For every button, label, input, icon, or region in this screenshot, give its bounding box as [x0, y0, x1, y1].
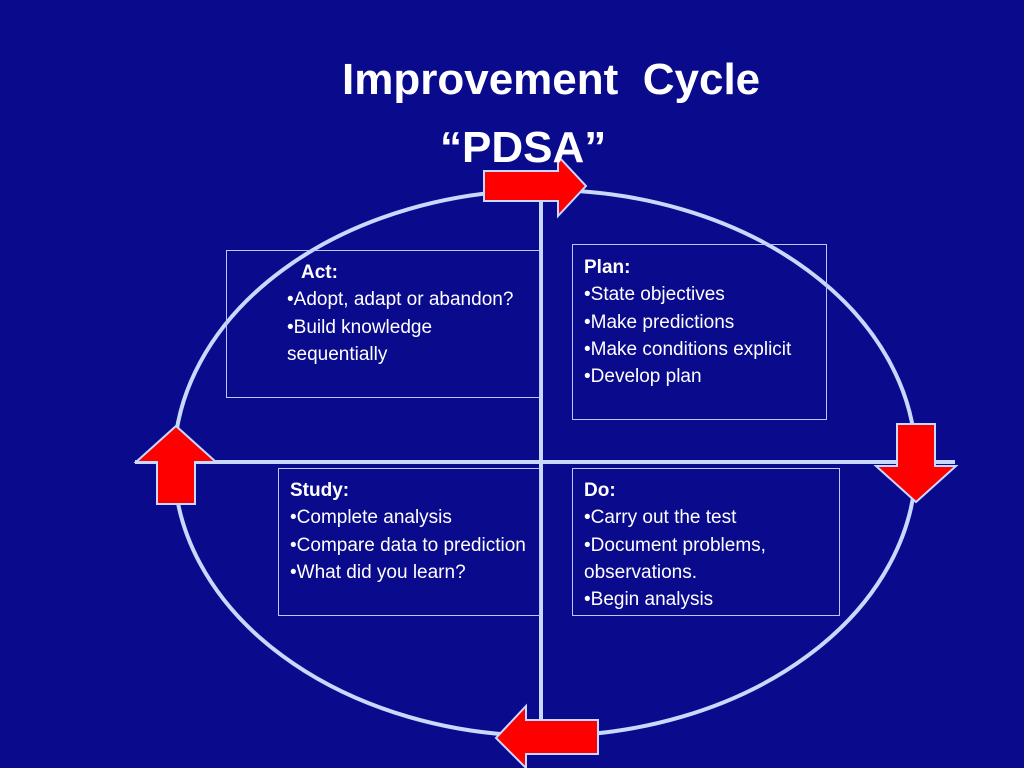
title-line-2: “PDSA” — [440, 123, 607, 172]
plan-item: •Develop plan — [584, 366, 702, 388]
act-heading: Act: — [301, 262, 338, 283]
do-heading: Do: — [584, 480, 616, 501]
act-item: •Adopt, adapt or abandon? — [287, 289, 514, 311]
arrow-right-icon — [483, 153, 588, 219]
plan-item: •State objectives — [584, 284, 725, 306]
act-item: •Build knowledge sequentially — [287, 316, 433, 365]
do-item: •Document problems, observations. — [584, 534, 766, 583]
plan-item: •Make predictions — [584, 311, 735, 333]
title-line-1: Improvement Cycle — [342, 55, 761, 104]
arrow-down-icon — [873, 423, 959, 504]
study-heading: Study: — [290, 480, 350, 501]
do-item: •Carry out the test — [584, 507, 737, 529]
do-item: •Begin analysis — [584, 589, 714, 611]
do-box: Do: •Carry out the test •Document proble… — [572, 468, 840, 616]
act-box: Act: •Adopt, adapt or abandon? •Build kn… — [226, 250, 540, 398]
study-box: Study: •Complete analysis •Compare data … — [278, 468, 540, 616]
arrow-left-icon — [494, 703, 599, 768]
study-item: •Complete analysis — [290, 507, 452, 529]
study-item: •What did you learn? — [290, 561, 466, 583]
study-item: •Compare data to prediction — [290, 534, 526, 556]
plan-box: Plan: •State objectives •Make prediction… — [572, 244, 827, 420]
plan-item: •Make conditions explicit — [584, 338, 792, 360]
arrow-up-icon — [133, 424, 219, 505]
plan-heading: Plan: — [584, 257, 631, 278]
